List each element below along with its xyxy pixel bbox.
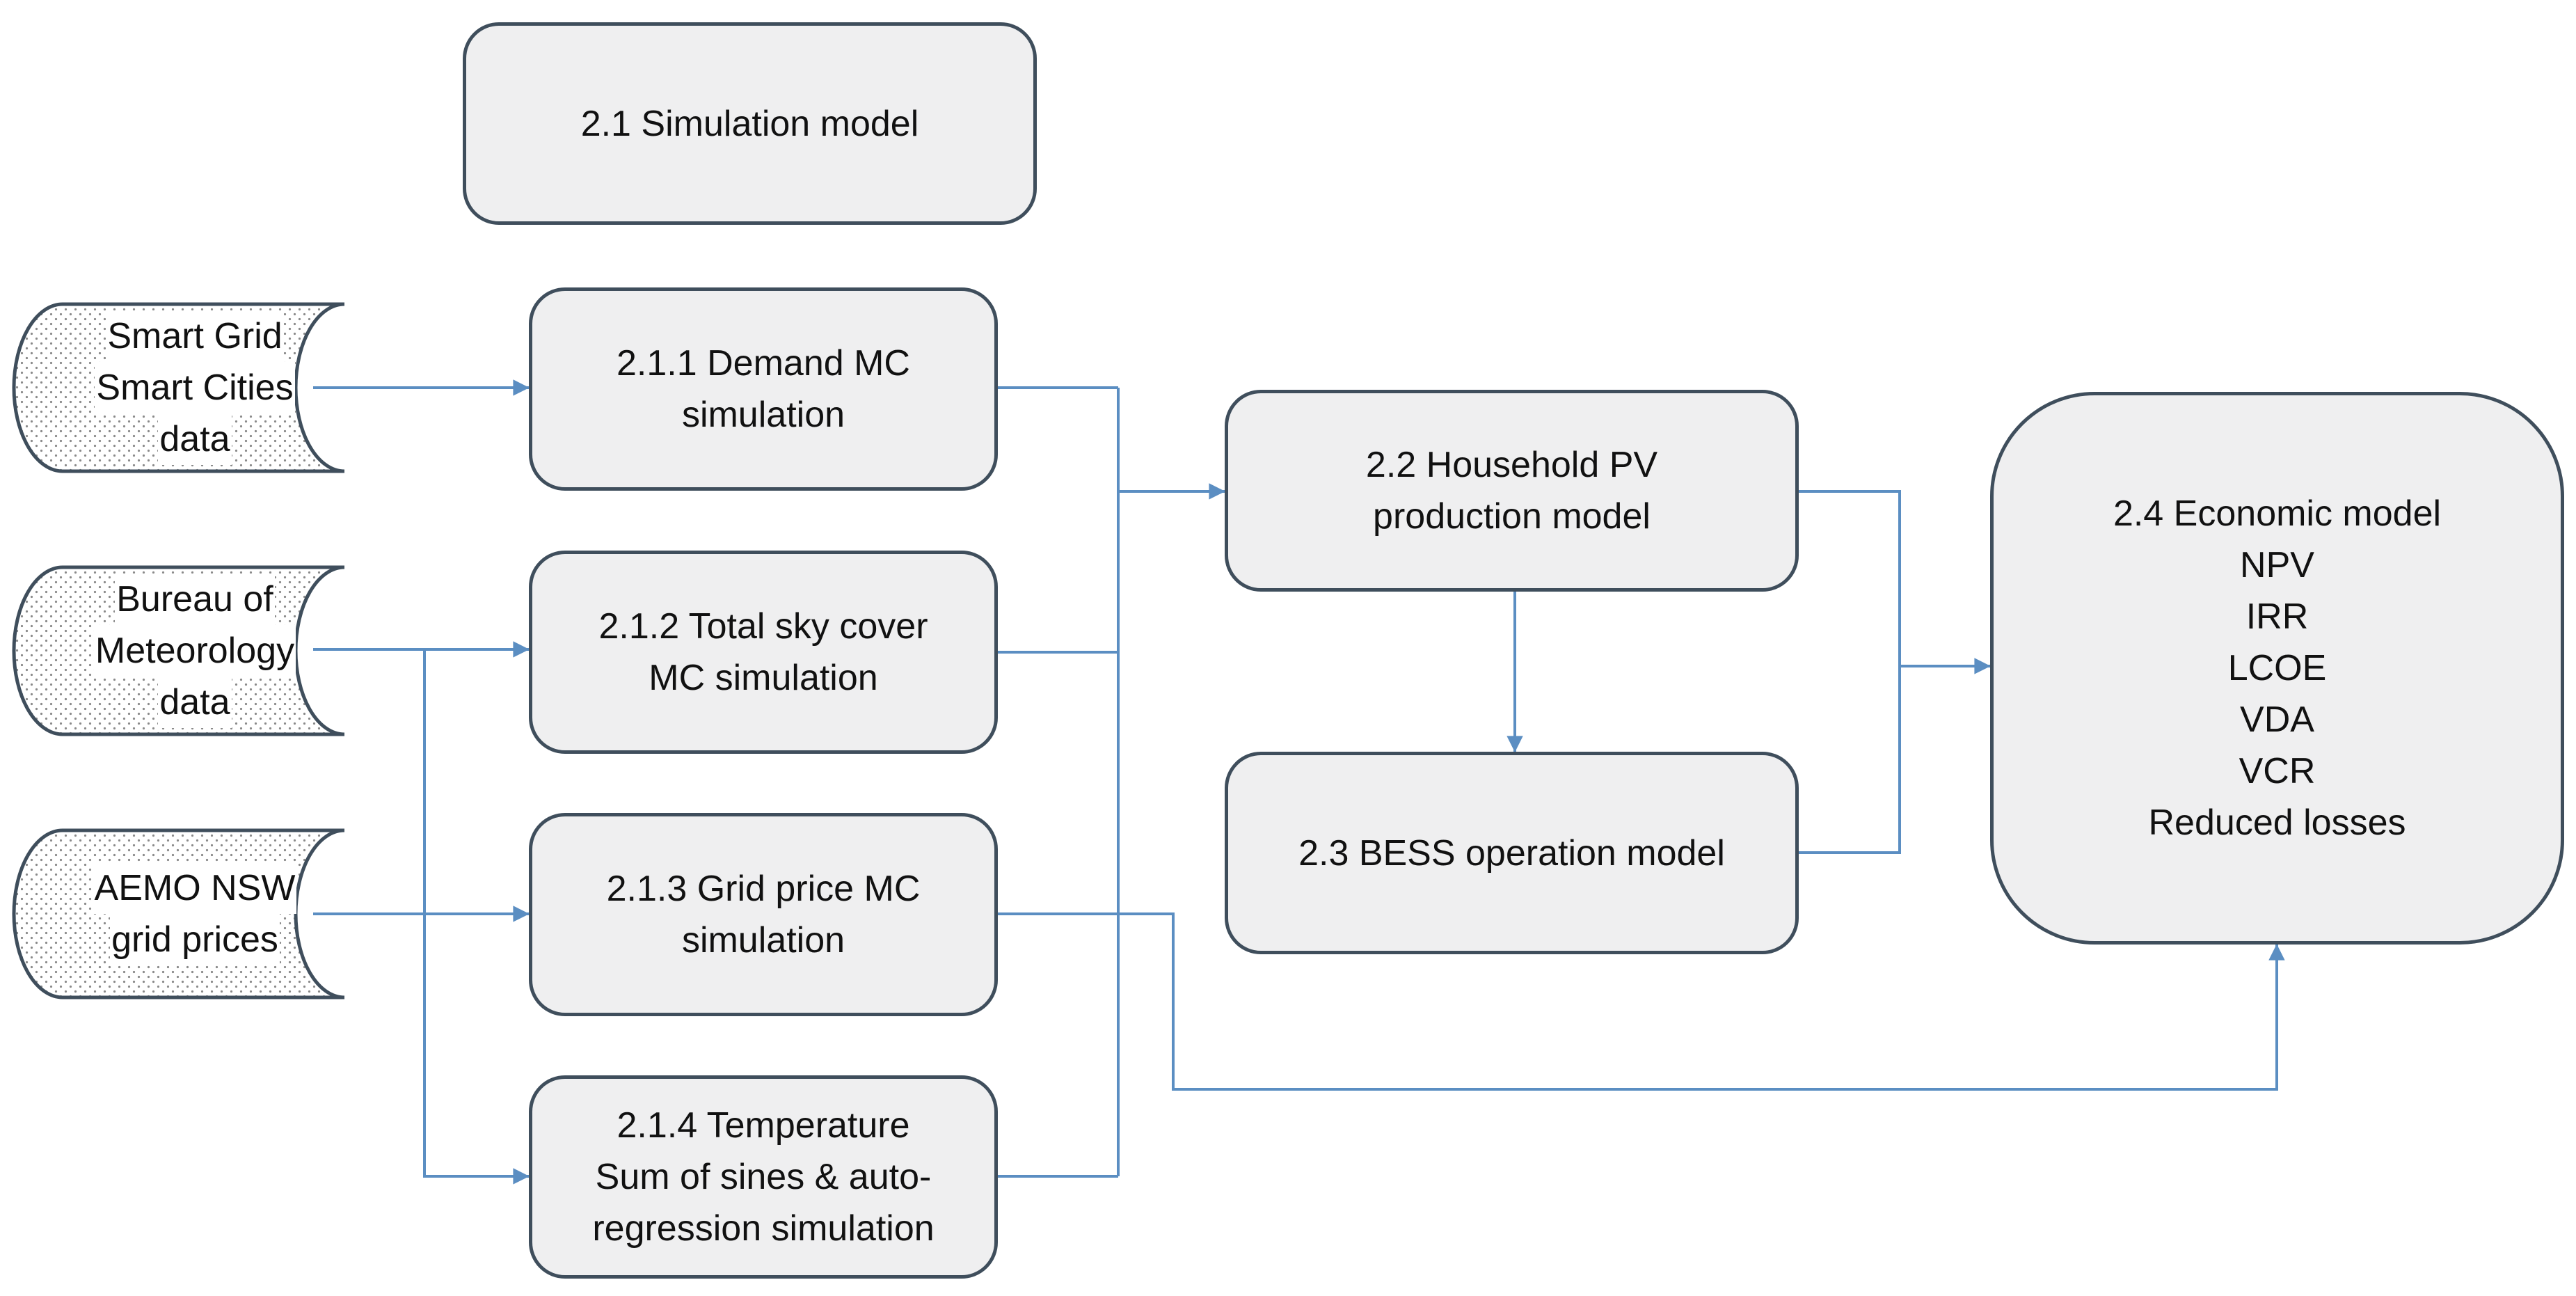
demand-simulation-box: 2.1.1 Demand MC simulation (529, 287, 998, 491)
grid-price-simulation-line: simulation (681, 920, 845, 961)
economic-metric-vda: VDA (2240, 700, 2314, 740)
bess-operation-model-box: 2.3 BESS operation model (1225, 752, 1799, 954)
temperature-simulation-line: regression simulation (592, 1208, 935, 1249)
temperature-simulation-line: 2.1.4 Temperature (617, 1105, 910, 1146)
connector-price-to-economic (998, 912, 2285, 1091)
economic-metric-vcr: VCR (2239, 751, 2316, 791)
temperature-simulation-box: 2.1.4 Temperature Sum of sines & auto- r… (529, 1075, 998, 1279)
economic-metric-lcoe: LCOE (2227, 648, 2327, 688)
economic-metric-irr: IRR (2245, 596, 2309, 637)
economic-model-title: 2.4 Economic model (2113, 493, 2442, 534)
economic-metric-npv: NPV (2240, 545, 2314, 585)
simulation-model-label: 2.1 Simulation model (580, 103, 919, 144)
data-source-aemo-line: AEMO NSW (93, 862, 297, 914)
data-source-bom: Bureau of Meteorology data (56, 567, 334, 734)
data-source-sgsc-line: Smart Grid (106, 310, 284, 362)
data-source-sgsc-line: Smart Cities (95, 362, 295, 413)
data-source-aemo: AEMO NSW grid prices (56, 830, 334, 997)
grid-price-simulation-line: 2.1.3 Grid price MC (606, 869, 921, 909)
sky-cover-simulation-box: 2.1.2 Total sky cover MC simulation (529, 551, 998, 754)
household-pv-model-line: 2.2 Household PV (1365, 445, 1658, 485)
economic-model-box: 2.4 Economic model NPV IRR LCOE VDA VCR … (1990, 392, 2564, 945)
grid-price-simulation-box: 2.1.3 Grid price MC simulation (529, 813, 998, 1016)
connector-pv-to-junction (1799, 490, 1901, 854)
data-source-bom-line: data (158, 677, 232, 728)
data-source-sgsc: Smart Grid Smart Cities data (56, 304, 334, 471)
economic-metric-reduced-losses: Reduced losses (2148, 803, 2406, 843)
household-pv-model-line: production model (1373, 496, 1651, 537)
bess-operation-model-label: 2.3 BESS operation model (1298, 832, 1725, 874)
data-source-aemo-line: grid prices (110, 914, 280, 965)
sky-cover-simulation-line: MC simulation (649, 658, 878, 698)
household-pv-model-box: 2.2 Household PV production model (1225, 390, 1799, 592)
sky-cover-simulation-line: 2.1.2 Total sky cover (598, 606, 928, 647)
data-source-bom-line: Bureau of (115, 574, 275, 625)
data-source-sgsc-line: data (158, 413, 232, 465)
simulation-model-box: 2.1 Simulation model (463, 22, 1037, 225)
data-source-bom-line: Meteorology (93, 625, 296, 677)
demand-simulation-line: 2.1.1 Demand MC (617, 343, 910, 384)
temperature-simulation-line: Sum of sines & auto- (595, 1157, 932, 1197)
demand-simulation-line: simulation (681, 395, 845, 435)
connector-bom-to-temperature (423, 649, 530, 1185)
